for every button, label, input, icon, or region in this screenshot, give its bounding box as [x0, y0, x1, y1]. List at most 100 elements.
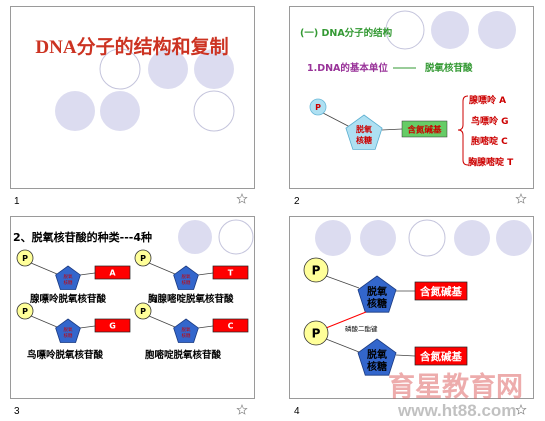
sugar-label-line1: 脱氧: [64, 326, 73, 333]
base-label: 含氮碱基: [420, 285, 462, 298]
nucleotide-guanine: P 脱氧 核糖 G 鸟嘌呤脱氧核苷酸: [16, 302, 131, 361]
decor-circle: [178, 220, 212, 254]
phosphate-circle: [16, 249, 34, 267]
bond-line: [381, 128, 403, 131]
base-type-guanine: 鸟嘌呤 G: [471, 115, 509, 127]
slide-number: 1: [14, 196, 20, 207]
decor-circle: [148, 49, 188, 89]
sugar-pentagon: [55, 318, 81, 343]
phosphate-label: P: [22, 254, 28, 263]
bond-line: [197, 272, 214, 276]
bond-line: [197, 325, 214, 329]
bond-line: [79, 325, 96, 329]
bond-line: [148, 262, 176, 275]
sugar-label-line2: 核糖: [64, 279, 73, 286]
base-label: 含氮碱基: [406, 125, 442, 136]
star-icon[interactable]: [515, 193, 527, 204]
slide-title: 2、脱氧核苷酸的种类---4种: [13, 230, 152, 244]
decor-circle: [496, 220, 532, 256]
sugar-label-line1: 脱氧: [182, 273, 191, 280]
base-label: T: [228, 269, 234, 278]
nucleotide-name: 腺嘌呤脱氧核苷酸: [29, 293, 107, 305]
sugar-label-line2: 核糖: [367, 360, 387, 373]
decor-circle: [431, 11, 469, 49]
base-label: 含氮碱基: [420, 350, 462, 363]
decor-circle: [194, 49, 234, 89]
slide-frame: [10, 216, 255, 399]
base-type-thymine: 胸腺嘧啶 T: [468, 156, 514, 168]
nucleotide-thymine: P 脱氧 核糖 T 胸腺嘧啶脱氧核苷酸: [134, 249, 249, 305]
phosphate-circle: [134, 302, 152, 320]
base-type-cytosine: 胞嘧啶 C: [470, 135, 508, 147]
base-box: [414, 281, 468, 301]
phosphodiester-bond-line: [325, 311, 367, 329]
sugar-pentagon: [345, 114, 383, 150]
base-box: [94, 318, 131, 333]
phosphate-label: P: [140, 307, 146, 316]
phosphate-label: P: [312, 327, 321, 341]
bond-line: [325, 275, 360, 289]
sugar-label-line2: 核糖: [367, 297, 387, 310]
sugar-label-line1: 脱氧: [182, 326, 191, 333]
decor-circle: [55, 91, 95, 131]
nucleotide-name: 胸腺嘧啶脱氧核苷酸: [148, 293, 234, 305]
base-type-adenine: 腺嘌呤 A: [468, 94, 506, 106]
sugar-label-line1: 脱氧: [367, 285, 387, 298]
base-label: G: [109, 322, 116, 331]
base-box: [212, 265, 249, 280]
sugar-pentagon: [357, 338, 397, 376]
base-label: C: [228, 322, 234, 331]
unit-value: 脱氧核苷酸: [425, 62, 473, 74]
bond-line: [148, 315, 176, 328]
sugar-pentagon: [55, 265, 81, 290]
decor-circle: [100, 91, 140, 131]
section-heading: (一) DNA分子的结构: [300, 27, 393, 39]
phosphate-circle: [134, 249, 152, 267]
sugar-label-line2: 核糖: [182, 279, 191, 286]
decor-circle: [408, 219, 446, 257]
sugar-pentagon: [357, 275, 397, 313]
bond-line: [322, 112, 351, 128]
base-box: [414, 346, 468, 366]
decor-circle: [360, 220, 396, 256]
star-icon[interactable]: [236, 404, 248, 415]
slide-number: 4: [294, 406, 300, 417]
phosphate-circle: [309, 98, 327, 116]
phosphate-label: P: [315, 103, 321, 112]
base-box: [94, 265, 131, 280]
bond-line: [30, 262, 58, 275]
slide-number: 3: [14, 406, 20, 417]
base-label: A: [109, 269, 116, 278]
sugar-label-line1: 脱氧: [367, 348, 387, 361]
decor-circle: [99, 48, 141, 90]
sugar-label-line1: 脱氧: [356, 124, 372, 134]
phosphate-label: P: [22, 307, 28, 316]
nucleotide-upper: P 脱氧 核糖 含氮碱基: [303, 257, 468, 313]
phosphate-label: P: [312, 264, 321, 278]
slide-thumbnail-2[interactable]: (一) DNA分子的结构 1.DNA的基本单位 脱氧核苷酸 P 脱氧 核糖 含氮…: [289, 6, 534, 189]
star-icon[interactable]: [515, 404, 527, 415]
phosphate-circle: [16, 302, 34, 320]
nucleotide-name: 鸟嘌呤脱氧核苷酸: [27, 349, 104, 361]
decor-circle: [478, 11, 516, 49]
decor-circle: [218, 219, 254, 255]
nucleotide-adenine: P 脱氧 核糖 A 腺嘌呤脱氧核苷酸: [16, 249, 131, 305]
sugar-pentagon: [173, 265, 199, 290]
slide-thumbnail-1[interactable]: DNA分子的结构和复制: [10, 6, 255, 189]
phosphate-circle: [303, 320, 329, 346]
decor-circle: [315, 220, 351, 256]
slide-thumbnail-3[interactable]: 2、脱氧核苷酸的种类---4种 P 脱氧 核糖 A 腺嘌呤脱氧核苷酸 P: [10, 216, 255, 399]
slide-number: 2: [294, 196, 300, 207]
sugar-label-line2: 核糖: [356, 135, 372, 145]
brace: [457, 95, 469, 166]
slide-thumbnail-4[interactable]: P 脱氧 核糖 含氮碱基 磷酸二酯键 P 脱氧 核糖 含氮碱基: [289, 216, 534, 399]
bond-line: [395, 354, 416, 357]
bond-line: [30, 315, 58, 328]
sugar-label-line1: 脱氧: [64, 273, 73, 280]
unit-label: 1.DNA的基本单位: [307, 62, 388, 74]
bond-line: [325, 338, 360, 353]
bond-label: 磷酸二酯键: [345, 324, 378, 333]
bond-line: [79, 272, 96, 276]
star-icon[interactable]: [236, 193, 248, 204]
